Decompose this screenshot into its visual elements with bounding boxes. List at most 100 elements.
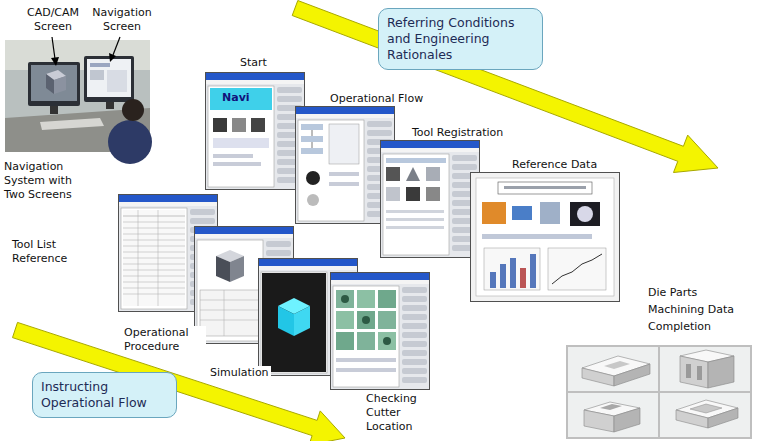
reference-data-screen — [482, 202, 506, 224]
start-screen — [213, 154, 253, 158]
callout-box: Instructing Operational Flow — [32, 372, 177, 418]
callout-text: Instructing Operational Flow — [41, 379, 168, 411]
caption-label: Operational Flow — [330, 92, 423, 106]
workstation-photo — [28, 62, 80, 106]
workstation-photo — [50, 106, 58, 114]
tool-registration-screen — [386, 187, 400, 201]
caption-label: Operational Procedure — [122, 326, 206, 354]
cutter-location-screen — [336, 368, 396, 372]
reference-data-screen — [490, 272, 496, 288]
callout-box: Referring Conditions and Engineering Rat… — [378, 8, 543, 70]
tool-list-screen — [158, 210, 159, 306]
die-parts-render — [566, 345, 752, 439]
cutter-location-screen — [357, 311, 375, 329]
workstation-photo — [46, 74, 54, 94]
tool-registration-screen — [386, 158, 446, 163]
tool-list-screen — [123, 210, 185, 306]
label-text: CAD/CAM Screen — [27, 6, 79, 33]
label-text: Reference Data — [512, 158, 597, 171]
label-text: Navi — [222, 91, 250, 104]
operational-flow-screen — [312, 142, 313, 148]
callout-text: Referring Conditions and Engineering Rat… — [387, 15, 534, 63]
cutter-location-screen — [357, 332, 375, 350]
reference-data-screen — [552, 254, 602, 284]
cutter-location-screen — [336, 311, 354, 329]
tool-registration-screen — [381, 141, 480, 258]
workstation-photo — [106, 102, 114, 109]
operational-flow-screen — [301, 148, 323, 154]
die-parts-render — [686, 364, 691, 378]
caption-label: Tool Registration — [412, 126, 503, 140]
simulation-screen — [278, 306, 294, 336]
reference-data-screen — [500, 264, 506, 288]
tool-registration-screen — [406, 187, 420, 201]
tool-list-screen — [123, 294, 185, 295]
die-parts-render — [676, 410, 708, 428]
workstation-photo — [54, 76, 66, 94]
die-parts-render — [566, 345, 752, 439]
die-parts-render — [604, 361, 630, 369]
workstation-photo — [90, 70, 104, 80]
operational-flow-screen — [296, 107, 395, 224]
die-parts-render — [708, 356, 734, 388]
caption-label: Navigation Screen — [86, 6, 158, 34]
label-text: Simulation — [210, 366, 269, 379]
workstation-photo — [107, 70, 127, 92]
workstation-photo — [5, 37, 152, 164]
cutter-location-screen — [331, 273, 430, 390]
operational-procedure-screen — [230, 256, 244, 282]
tool-list-screen — [123, 264, 185, 265]
cutter-location-screen — [378, 290, 396, 308]
workstation-photo — [52, 37, 55, 59]
operational-flow-screen — [306, 171, 320, 185]
start-screen — [213, 118, 227, 132]
workstation-photo — [84, 56, 134, 102]
tool-list-screen — [123, 222, 185, 223]
tool-registration-screen — [381, 141, 480, 258]
die-parts-render — [584, 410, 614, 432]
tool-registration-screen — [426, 187, 440, 201]
reference-data-screen — [512, 206, 532, 220]
start-screen — [210, 88, 272, 110]
operational-procedure-screen — [200, 290, 260, 336]
die-parts-render — [690, 404, 722, 413]
operational-flow-screen — [296, 107, 395, 224]
label-text: Navigation Screen — [92, 6, 151, 33]
workstation-photo — [113, 37, 120, 55]
tool-list-screen — [123, 270, 185, 271]
cutter-location-screen — [362, 316, 370, 324]
die-parts-render — [697, 366, 702, 380]
tool-list-screen — [123, 282, 185, 283]
die-parts-render — [568, 347, 658, 391]
reference-data-screen — [570, 202, 600, 226]
label-text: Operational Flow — [330, 92, 423, 105]
workstation-photo — [122, 99, 144, 121]
die-parts-render — [708, 408, 738, 428]
start-screen — [206, 73, 305, 190]
label-text: Die Parts Machining Data Completion — [648, 286, 734, 333]
operational-procedure-screen — [200, 300, 260, 301]
yellow-arrow — [292, 1, 718, 173]
reference-data-screen — [504, 186, 586, 189]
operational-flow-screen — [301, 124, 323, 130]
tool-registration-screen — [406, 167, 420, 181]
operational-procedure-screen — [216, 256, 230, 282]
die-parts-render — [600, 404, 622, 410]
tool-list-screen — [123, 258, 185, 259]
tool-list-screen — [123, 228, 185, 229]
reference-data-screen — [471, 173, 620, 302]
tool-registration-screen — [386, 226, 444, 229]
label-text: Tool Registration — [412, 126, 503, 139]
start-screen — [213, 138, 269, 148]
label-text: Navigation System with Two Screens — [4, 160, 72, 201]
operational-flow-screen — [329, 124, 359, 164]
workstation-photo — [51, 57, 59, 66]
workstation-photo — [108, 120, 152, 164]
die-parts-render — [660, 393, 750, 437]
cutter-location-screen — [383, 337, 391, 345]
workstation-photo — [90, 63, 110, 67]
workstation-photo — [31, 65, 77, 101]
caption-label: CAD/CAM Screen — [20, 6, 86, 34]
reference-data-screen — [548, 248, 606, 290]
